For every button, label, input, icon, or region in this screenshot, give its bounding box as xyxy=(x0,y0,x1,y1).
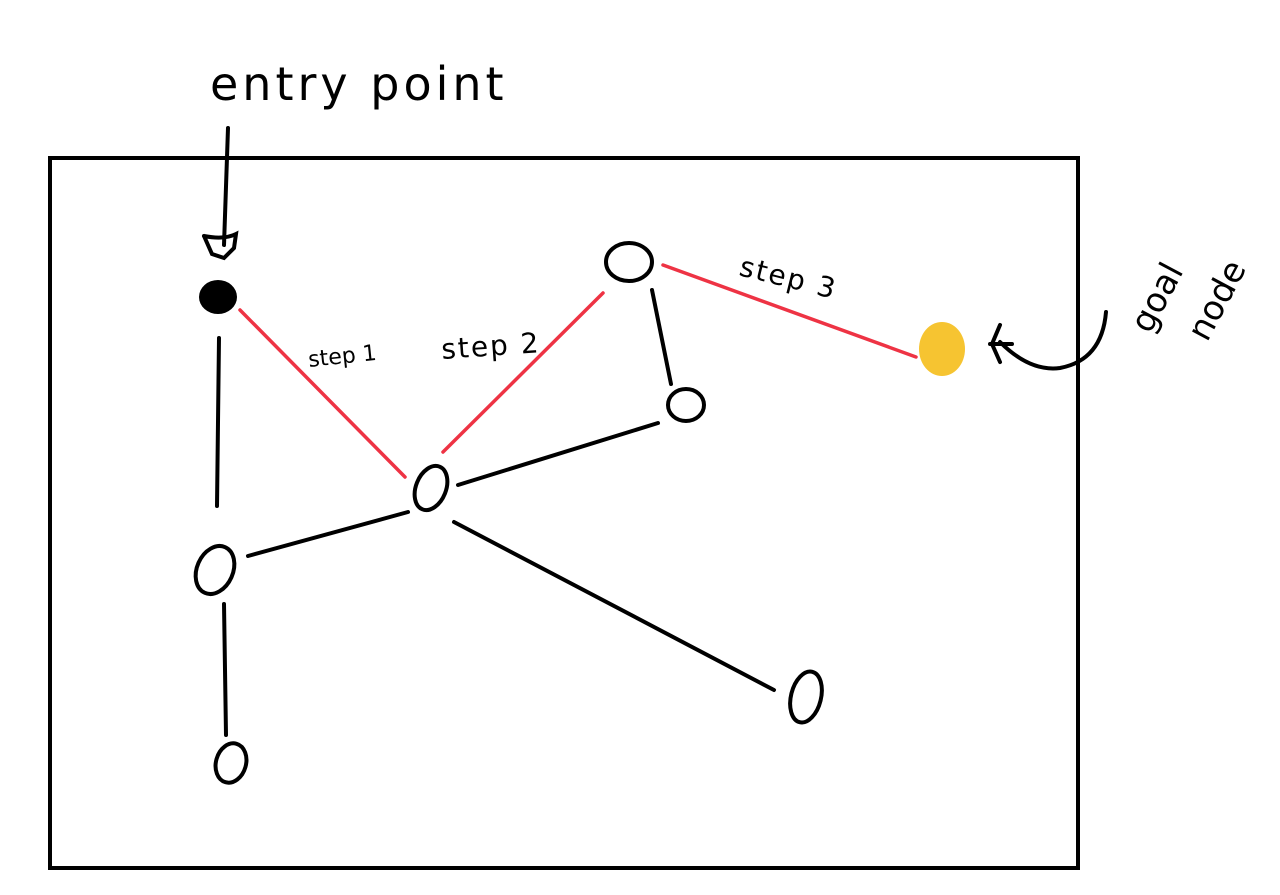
entry-arrow-icon xyxy=(202,126,239,261)
goal-node xyxy=(919,322,965,376)
edge-entry-left xyxy=(215,336,221,508)
graph-node xyxy=(193,544,237,596)
graph-node xyxy=(666,387,706,423)
step-2-label: step 2 xyxy=(440,326,541,366)
edge-center-right xyxy=(456,421,660,487)
path-edge-step-3 xyxy=(661,263,918,359)
step-1-label: step 1 xyxy=(307,341,378,373)
graph-node xyxy=(604,241,654,283)
goal-node-label-line2: node xyxy=(1180,254,1255,348)
edge-left-center xyxy=(246,510,410,558)
entry-point-label: entry point xyxy=(210,57,508,111)
edge-center-lowerright xyxy=(452,520,776,692)
path-edge-step-2 xyxy=(441,291,605,454)
edge-top-right xyxy=(650,288,673,386)
entry-node xyxy=(199,280,237,314)
goal-arrow-icon xyxy=(988,310,1108,371)
edge-left-bottom xyxy=(222,602,228,737)
diagram-frame xyxy=(48,156,1080,870)
graph-node xyxy=(788,669,824,725)
path-edge-step-1 xyxy=(238,308,407,479)
graph-node xyxy=(412,463,450,513)
graph-node xyxy=(213,741,249,785)
